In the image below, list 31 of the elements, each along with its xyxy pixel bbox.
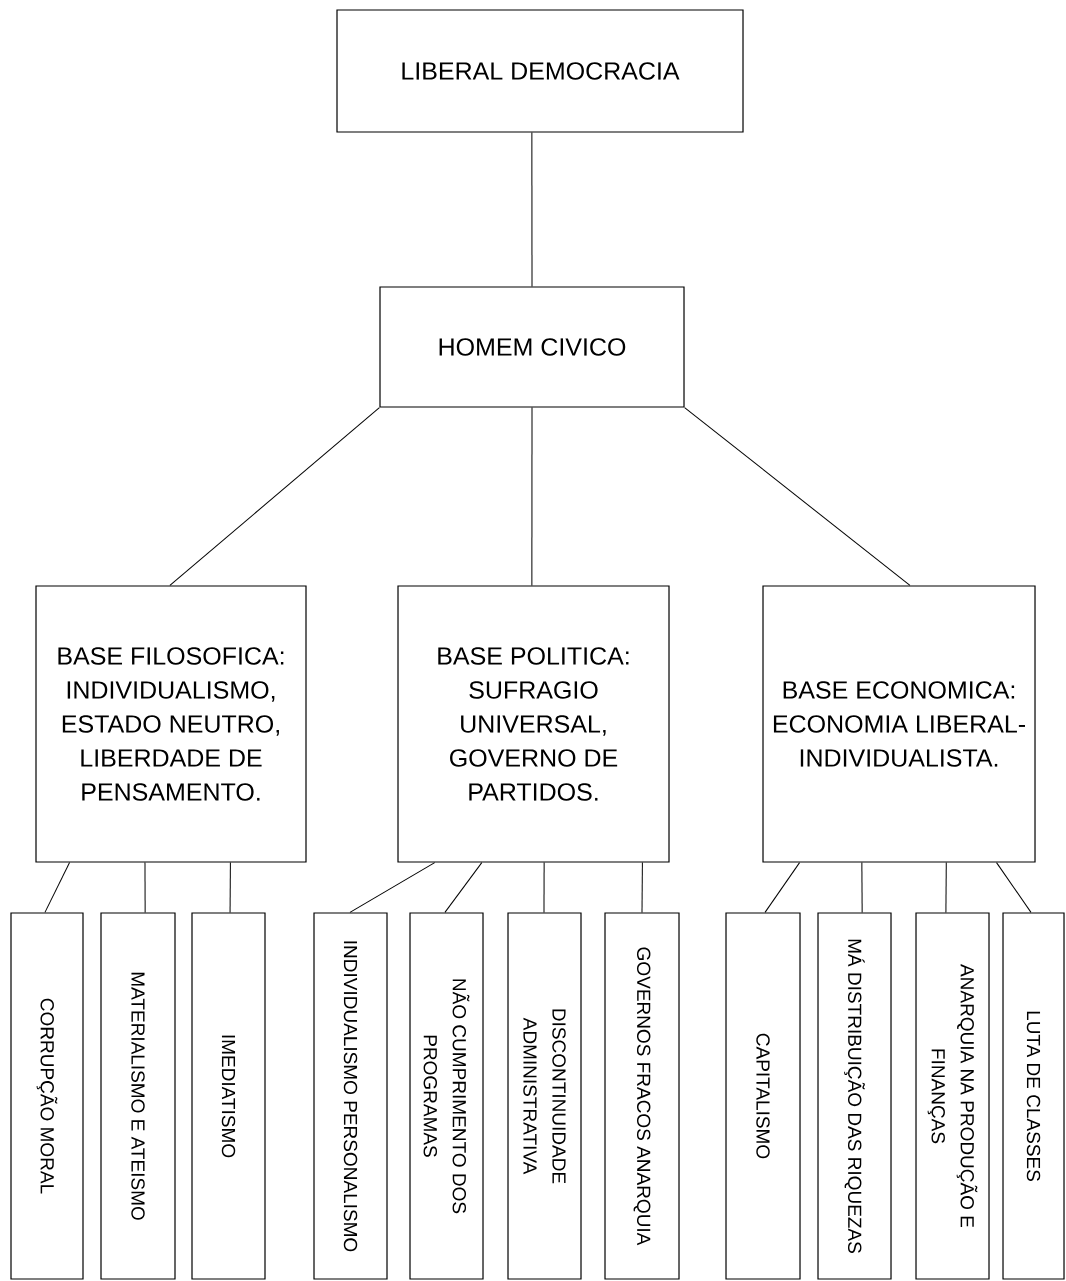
connector-line [349, 862, 436, 913]
item-box: CAPITALISMO [725, 912, 801, 1280]
concept-box: HOMEM CIVICO [379, 286, 685, 408]
connector-line [996, 862, 1032, 913]
item-box: IMEDIATISMO [191, 912, 266, 1280]
category-box: BASE ECONOMICA: ECONOMIA LIBERAL-INDIVIDUALISTA. [762, 585, 1036, 863]
item-box: GOVERNOS FRACOS ANARQUIA [604, 912, 680, 1280]
item-box: MATERIALISMO E ATEISMO [100, 912, 176, 1280]
item-box: CORRUPÇÃO MORAL [10, 912, 84, 1280]
category-box: BASE POLITICA: SUFRAGIO UNIVERSAL, GOVERNO DE PARTIDOS. [397, 585, 670, 863]
category-box: BASE FILOSOFICA: INDIVIDUALISMO, ESTADO NEUTRO, LIBERDADE DE PENSAMENTO. [35, 585, 307, 863]
connector-line [945, 862, 947, 913]
connector-line [684, 407, 911, 586]
connector-line [531, 132, 533, 287]
connector-line [764, 862, 801, 913]
item-box: LUTA DE CLASSES [1002, 912, 1065, 1280]
item-box: DISCONTINUIDADE ADMINISTRATIVA [507, 912, 582, 1280]
connector-line [144, 862, 146, 913]
item-box: MÁ DISTRIBUIÇÃO DAS RIQUEZAS [817, 912, 892, 1280]
connector-line [641, 862, 643, 913]
item-box: INDIVIDUALISMO PERSONALISMO [313, 912, 388, 1280]
connector-line [169, 407, 380, 586]
connector-line [44, 862, 71, 913]
connector-line [861, 862, 863, 913]
item-box: ANARQUIA NA PRODUÇÃO E FINANÇAS [915, 912, 990, 1280]
item-box: NÃO CUMPRIMENTO DOS PROGRAMAS [409, 912, 484, 1280]
connector-line [444, 862, 483, 913]
concept-box: LIBERAL DEMOCRACIA [336, 9, 744, 133]
connector-line [543, 862, 545, 913]
connector-line [229, 862, 231, 913]
connector-line [531, 407, 533, 586]
